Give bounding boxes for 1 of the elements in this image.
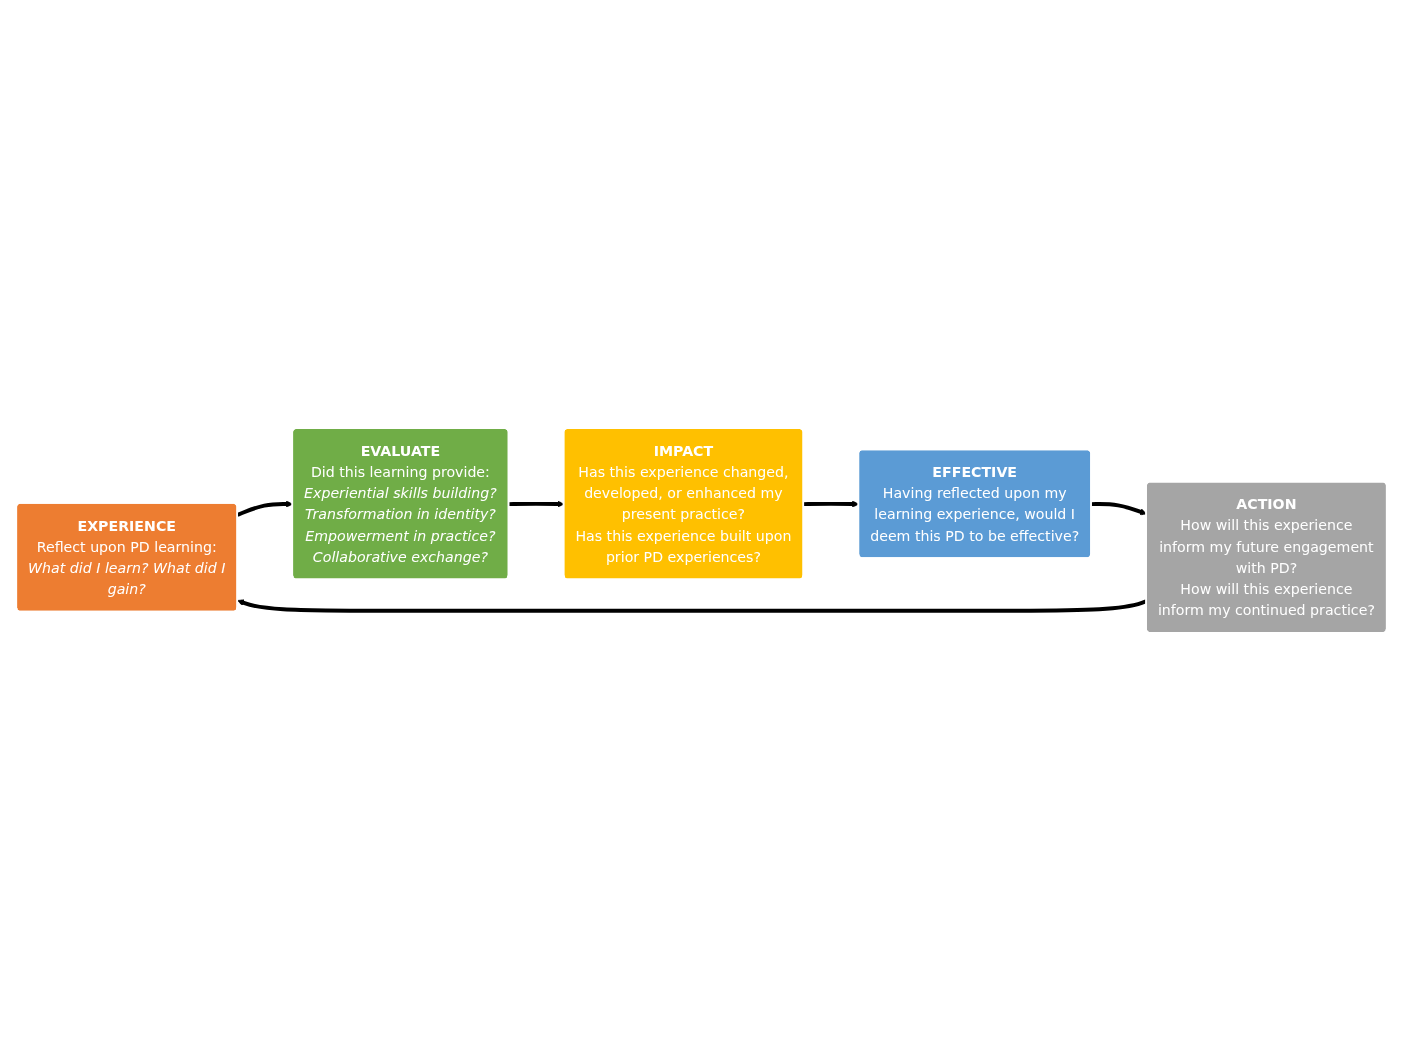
arrow bbox=[1091, 502, 1147, 516]
